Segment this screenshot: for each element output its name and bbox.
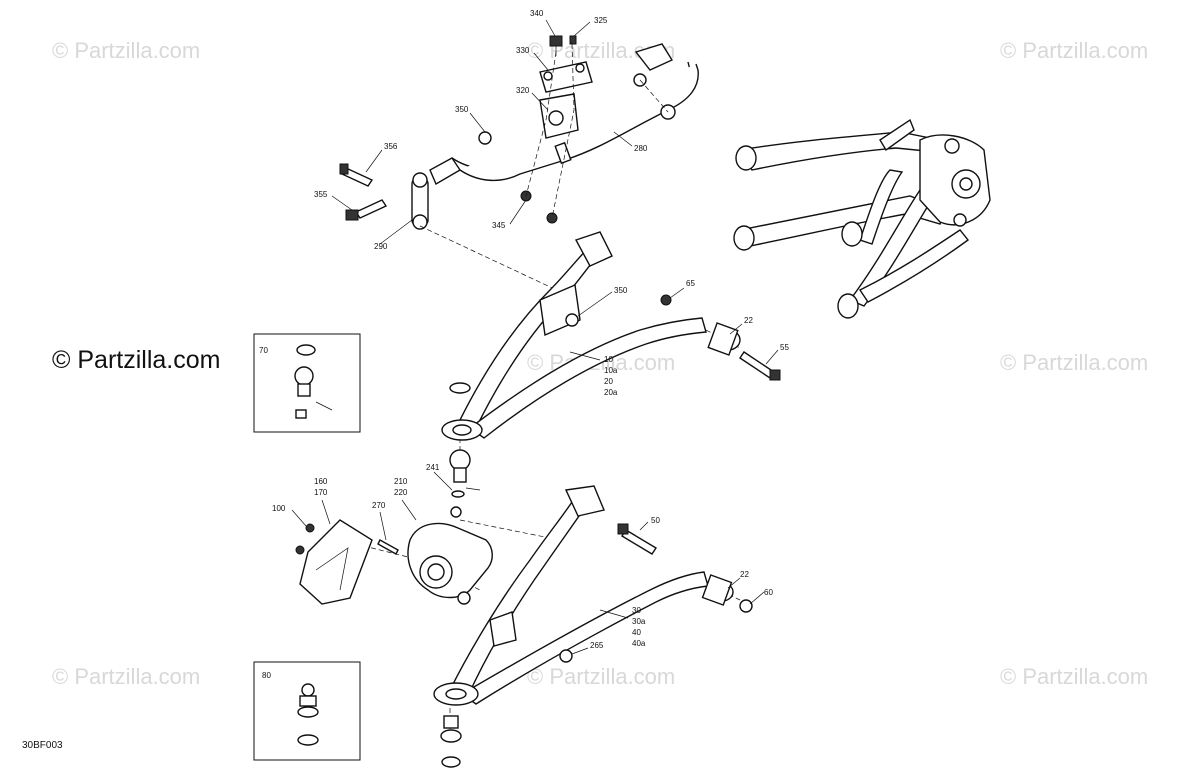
- bolt-50[interactable]: [617, 523, 657, 555]
- callout-65: 65: [686, 279, 695, 288]
- callout-30a: 30a: [632, 617, 646, 626]
- callout-350-arm: 350: [614, 286, 628, 295]
- nut-350-arm[interactable]: [565, 313, 579, 327]
- callout-70: 70: [259, 346, 268, 355]
- callout-320: 320: [516, 86, 530, 95]
- watermark-main: © Partzilla.com: [52, 346, 221, 374]
- callout-20: 20: [604, 377, 613, 386]
- leader-lines: [291, 19, 779, 655]
- lower-a-arm[interactable]: [433, 485, 709, 706]
- assembled-suspension-view[interactable]: [733, 118, 991, 319]
- callout-210: 210: [394, 477, 408, 486]
- callout-290: 290: [374, 242, 388, 251]
- callout-170: 170: [314, 488, 328, 497]
- callout-labels: 340 325 330 320 350 280 356 355 290 345 …: [259, 9, 789, 680]
- callout-220: 220: [394, 488, 408, 497]
- nut-65[interactable]: [660, 294, 672, 306]
- bolt-270[interactable]: [377, 539, 399, 555]
- upper-a-arm[interactable]: [441, 231, 707, 441]
- watermark-bottom-left: © Partzilla.com: [52, 664, 201, 689]
- callout-40: 40: [632, 628, 641, 637]
- knuckle[interactable]: [407, 522, 493, 605]
- watermark-top-right: © Partzilla.com: [1000, 38, 1149, 63]
- callout-265: 265: [590, 641, 604, 650]
- nut-350-top[interactable]: [478, 131, 492, 145]
- sway-bar-bushing[interactable]: [539, 93, 579, 139]
- watermark-bottom-right: © Partzilla.com: [1000, 664, 1149, 689]
- upper-a-arm-bushing[interactable]: [707, 322, 741, 356]
- watermark-bottom-center: © Partzilla.com: [527, 664, 676, 689]
- callout-22-upper: 22: [744, 316, 753, 325]
- callout-10: 10: [604, 355, 613, 364]
- callout-10a: 10a: [604, 366, 618, 375]
- knuckle-guard[interactable]: [299, 519, 373, 605]
- callout-30: 30: [632, 606, 641, 615]
- bolt-55[interactable]: [739, 351, 781, 381]
- callout-60: 60: [764, 588, 773, 597]
- sway-bar-bracket[interactable]: [539, 61, 593, 93]
- callout-160: 160: [314, 477, 328, 486]
- bolt-100[interactable]: [295, 523, 315, 555]
- callout-280: 280: [634, 144, 648, 153]
- callout-100: 100: [272, 504, 286, 513]
- bolt-356[interactable]: [339, 163, 374, 187]
- callout-355: 355: [314, 190, 328, 199]
- callout-345: 345: [492, 221, 506, 230]
- ball-joint-70[interactable]: [294, 344, 333, 419]
- callout-55: 55: [780, 343, 789, 352]
- callout-325: 325: [594, 16, 608, 25]
- sway-link[interactable]: [411, 172, 429, 230]
- callout-350-top: 350: [455, 105, 469, 114]
- watermark-top-left: © Partzilla.com: [52, 38, 201, 63]
- nut-60[interactable]: [739, 599, 753, 613]
- callout-20a: 20a: [604, 388, 618, 397]
- ball-joint-80[interactable]: [297, 683, 319, 746]
- diagram-code: 30BF003: [22, 740, 63, 751]
- callout-356: 356: [384, 142, 398, 151]
- nut-265[interactable]: [559, 649, 573, 663]
- callout-22-lower: 22: [740, 570, 749, 579]
- callout-80: 80: [262, 671, 271, 680]
- callout-40a: 40a: [632, 639, 646, 648]
- callout-340: 340: [530, 9, 544, 18]
- bolt-355[interactable]: [345, 199, 388, 221]
- lower-a-arm-bushing[interactable]: [701, 574, 734, 606]
- callout-330: 330: [516, 46, 530, 55]
- bolt-325[interactable]: [569, 35, 577, 45]
- circlip-upper[interactable]: [449, 382, 471, 394]
- nut-210[interactable]: [450, 506, 462, 518]
- callout-241: 241: [426, 463, 440, 472]
- callout-270: 270: [372, 501, 386, 510]
- ball-joint-lower[interactable]: [440, 715, 462, 768]
- watermark-mid-right: © Partzilla.com: [1000, 350, 1149, 375]
- callout-50: 50: [651, 516, 660, 525]
- ball-joint-241[interactable]: [449, 449, 481, 498]
